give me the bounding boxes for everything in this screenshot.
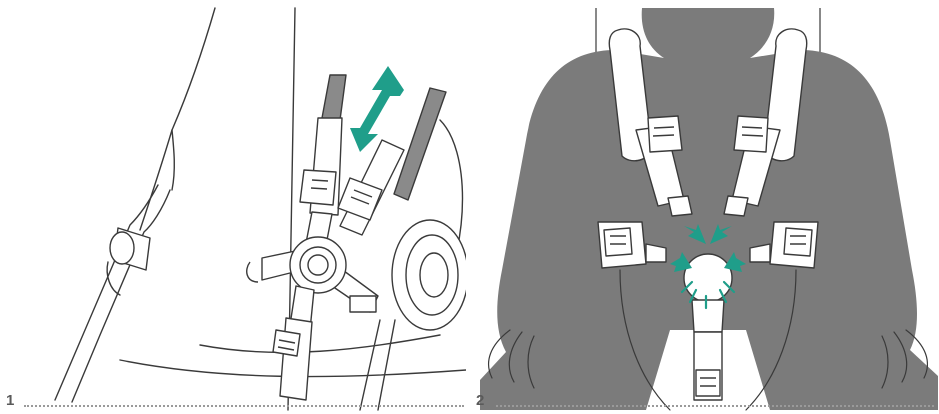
step-number-2: 2 [476, 392, 484, 410]
step-number-1: 1 [6, 392, 14, 410]
step-1-divider [24, 405, 464, 407]
stroller-harness-illustration [0, 0, 466, 414]
step-1-panel [0, 0, 466, 414]
double-headed-arrow-icon [350, 66, 404, 152]
step-2-divider [496, 405, 934, 407]
child-harness-illustration [470, 0, 939, 414]
step-2-panel [470, 0, 939, 414]
